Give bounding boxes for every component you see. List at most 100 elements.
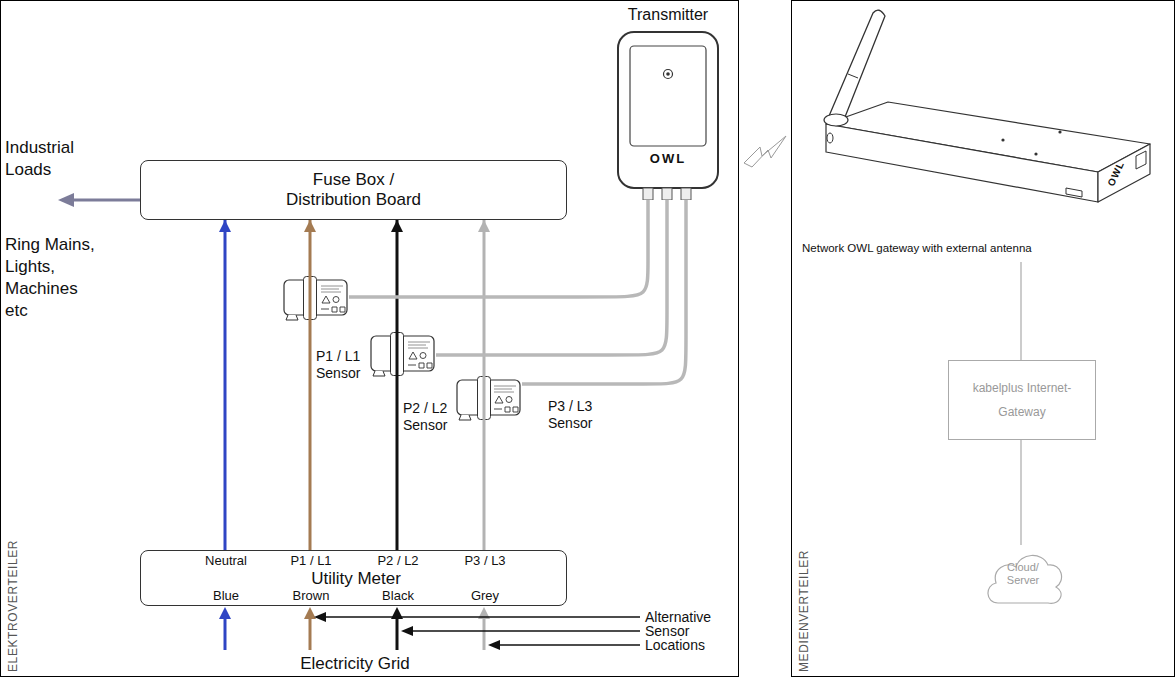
mark-symbol	[420, 353, 426, 359]
terminal-name: P2 / L2	[377, 554, 418, 569]
clamp-jaw	[391, 333, 404, 376]
clamp-latch	[373, 371, 385, 376]
power-socket	[1066, 188, 1082, 197]
distribution-board: Fuse Box / Distribution Board	[140, 160, 567, 220]
cloud-label: Cloud/ Server	[1000, 561, 1046, 587]
current-sensor: P2 / L2 Sensor	[370, 332, 436, 376]
warning-symbol	[409, 352, 417, 359]
grid-wire	[396, 617, 399, 650]
warning-print	[494, 386, 516, 392]
transmitter-outline	[608, 6, 726, 200]
certification-marks	[408, 363, 432, 368]
current-sensor: P1 / L1 Sensor	[283, 276, 349, 320]
warning-print	[408, 342, 430, 348]
source-label: Electricity Grid	[300, 654, 410, 674]
network-port	[1136, 151, 1146, 169]
connector	[436, 200, 667, 355]
connector	[219, 220, 231, 550]
region-label: ELEKTROVERTEILER	[7, 540, 21, 672]
antenna-collar	[824, 114, 848, 126]
device-face	[630, 46, 706, 146]
arrow-head	[219, 607, 231, 619]
arrow-head	[304, 220, 316, 232]
connector-line	[224, 220, 227, 550]
certification-marks	[321, 307, 345, 312]
status-led	[666, 72, 670, 76]
mark-symbol	[333, 297, 339, 303]
region-panel: Fuse Box / Distribution BoardNeutral P1 /…	[0, 0, 739, 677]
region-panel: Network OWL gateway with external antenn…	[791, 0, 1175, 677]
box-title: Fuse Box / Distribution Board	[271, 170, 436, 210]
arrow-head	[314, 612, 326, 622]
device-caption: Network OWL gateway with external antenn…	[802, 242, 1032, 255]
utility-meter: NeutralP1 / L1P2 / L2P3 / L3Utility Mete…	[140, 550, 567, 606]
indicator-dot	[1058, 130, 1061, 133]
grid-wire	[483, 617, 486, 650]
device-title: Transmitter	[628, 6, 708, 24]
wire-segment	[396, 332, 399, 376]
wire-colour: Blue	[213, 589, 239, 604]
connector-line	[483, 220, 486, 550]
connector	[522, 200, 686, 384]
clamp-outline	[456, 376, 522, 420]
sensor-plug	[662, 188, 672, 200]
warning-symbol	[322, 296, 330, 303]
connector-line	[309, 220, 312, 550]
arrow-head	[58, 193, 74, 207]
arrow-head	[219, 220, 231, 232]
connector-line	[1021, 262, 1022, 360]
wire-segment	[309, 276, 312, 320]
note-label: Alternative Sensor Locations	[645, 610, 737, 652]
connector	[1021, 262, 1022, 360]
antenna	[829, 10, 885, 122]
brand-logo: OWL	[650, 152, 686, 167]
connector-line	[522, 200, 686, 384]
leader-arrow	[411, 630, 640, 631]
load-label: Ring Mains, Lights, Machines etc	[5, 234, 100, 322]
terminal-name: Neutral	[205, 554, 247, 569]
cloud-shape: Cloud/ Server	[982, 545, 1064, 607]
connector	[1021, 440, 1022, 545]
sensor-label: P1 / L1 Sensor	[316, 348, 378, 382]
warning-print	[321, 286, 343, 292]
arrow-head	[401, 626, 413, 636]
terminal-name: P1 / L1	[290, 554, 331, 569]
certification-marks	[494, 407, 518, 412]
wire-colour: Grey	[471, 589, 499, 604]
leader-arrow	[324, 616, 640, 617]
antenna-joint	[848, 74, 858, 78]
arrow-head	[478, 220, 490, 232]
connector	[391, 220, 403, 550]
arrow-head	[391, 220, 403, 232]
wire-colour: Black	[382, 589, 414, 604]
indicator-dot	[1034, 152, 1037, 155]
cloud-shape	[988, 555, 1062, 603]
clamp-latch	[459, 415, 471, 420]
connector-line	[436, 200, 667, 355]
connector-line	[1021, 440, 1022, 545]
sensor-label: P3 / L3 Sensor	[548, 398, 610, 432]
gateway-illustration	[798, 4, 1170, 262]
clamp-jaw	[304, 277, 317, 320]
wireless-symbol	[744, 136, 786, 167]
region-label: MEDIENVERTEILER	[798, 550, 812, 672]
status-led	[664, 70, 673, 79]
device-body	[618, 32, 718, 188]
sensor-label: P2 / L2 Sensor	[403, 400, 465, 434]
clamp-outline	[370, 332, 436, 376]
clamp-latch	[286, 315, 298, 320]
leader-arrow	[498, 644, 640, 645]
connector	[304, 220, 316, 550]
gateway-device: Network OWL gateway with external antenn…	[798, 4, 1170, 262]
gateway-end	[1098, 144, 1150, 202]
arrow-head	[488, 640, 500, 650]
sensor-plug	[681, 188, 691, 200]
connector	[478, 220, 490, 550]
transmitter-device: TransmitterOWL	[608, 6, 726, 200]
indicator-dot	[1001, 138, 1004, 141]
arrow-head	[304, 607, 316, 619]
wire-colour: Brown	[293, 589, 330, 604]
mark-symbol	[506, 397, 512, 403]
